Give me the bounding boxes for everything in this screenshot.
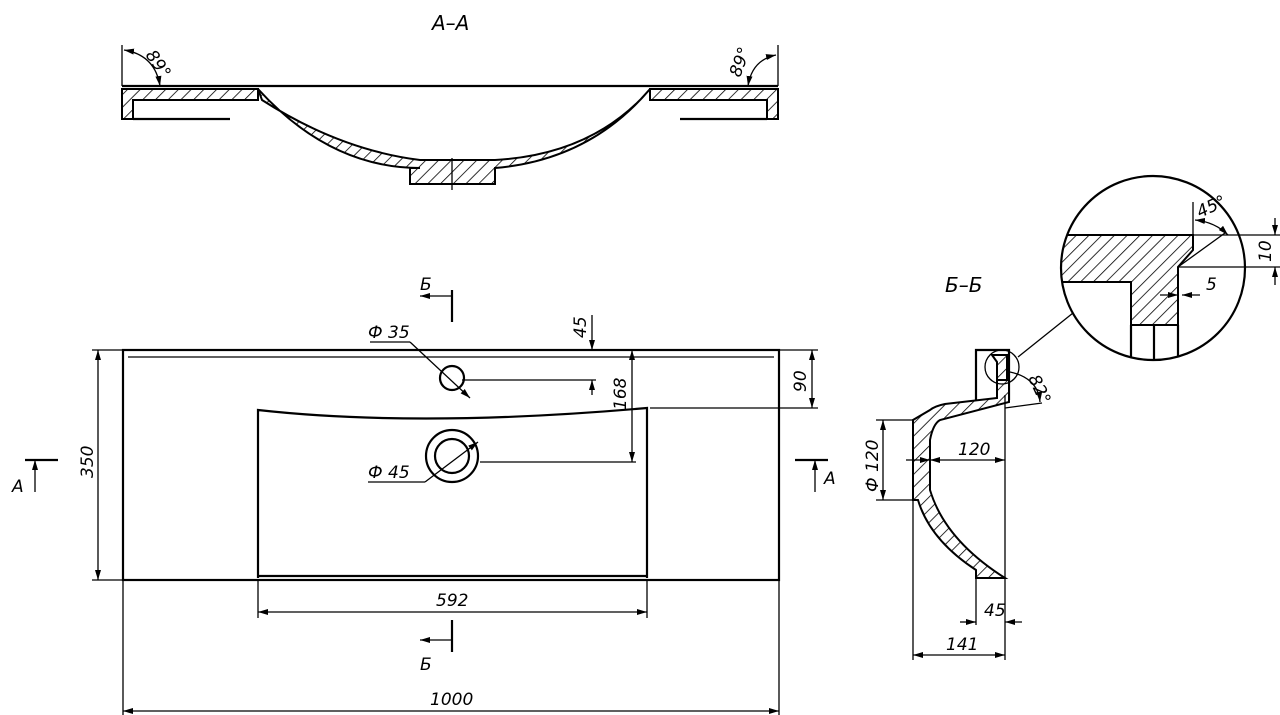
angle-left-label: 89° [141, 46, 175, 82]
depth-120-dim: 120 [958, 440, 990, 460]
basin-width-dim: 592 [436, 591, 468, 611]
section-a-a-title: A–A [430, 11, 469, 35]
detail-leader [1017, 312, 1074, 358]
backsplash [974, 348, 1011, 400]
angle-arc-left [123, 48, 162, 87]
dim-141: 141 [946, 635, 978, 655]
detail-marker-circle [984, 349, 1020, 385]
cut-a-left-label: A [11, 477, 24, 497]
detail-dim-10: 10 [1256, 240, 1276, 262]
angle-arc-45 [1194, 218, 1229, 236]
drain-hole-inner [433, 437, 471, 475]
drain-hole-outer [424, 428, 480, 484]
dim-45: 45 [984, 601, 1006, 621]
tap-offset-dim: 45 [571, 316, 591, 338]
angle-arc-82 [1009, 371, 1043, 403]
basin-profile-section [912, 379, 1010, 579]
section-a-a: A–A 89° 89° [121, 11, 779, 190]
right-deck-section [649, 88, 779, 120]
cut-a-right-label: A [823, 469, 836, 489]
width-dim: 1000 [430, 690, 473, 710]
section-b-b-title: Б–Б [945, 273, 982, 297]
tap-hole-dim: Ф 35 [368, 323, 410, 343]
basin-outline [256, 406, 649, 578]
back-ledge-dim: 90 [791, 370, 811, 392]
cut-b-top-label: Б [420, 275, 432, 295]
detail-edge-section [1061, 234, 1194, 326]
cut-b-bottom-label: Б [420, 655, 432, 675]
left-deck-section [121, 88, 259, 120]
drain-offset-dim: 168 [611, 377, 631, 410]
depth-dim: 350 [78, 446, 98, 478]
countertop-outline [121, 348, 781, 582]
detail-angle-label: 45° [1194, 192, 1230, 223]
angle-82-label: 82° [1023, 372, 1054, 408]
angle-arc-right [746, 54, 777, 87]
detail-circle [1059, 174, 1247, 362]
bowl-section [257, 88, 651, 185]
drain-dia-dim: Ф 120 [863, 440, 883, 493]
drain-hole-dim: Ф 45 [368, 463, 410, 483]
plan-view: Ф 35 Ф 45 45 168 90 350 592 1000 [11, 275, 836, 715]
detail-dim-5: 5 [1206, 275, 1217, 295]
tap-hole [438, 364, 466, 392]
section-b-b: Б–Б 82° Ф 120 120 45 141 [863, 273, 1074, 660]
detail-view: 45° 10 5 [1059, 174, 1280, 362]
